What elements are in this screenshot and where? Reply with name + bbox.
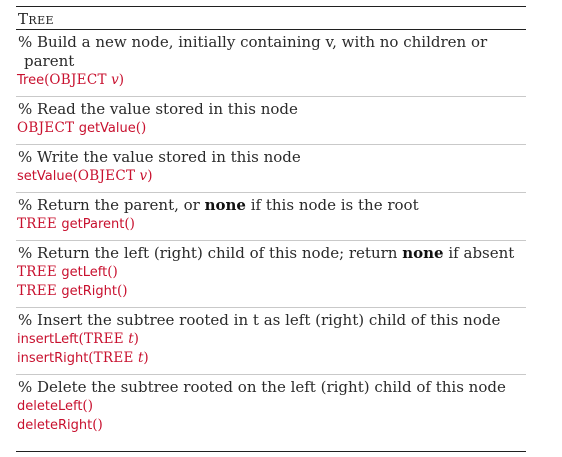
separator xyxy=(16,307,526,308)
bottom-rule xyxy=(16,451,526,452)
param-type: TREE xyxy=(93,350,134,366)
comment-constructor-line2: parent xyxy=(24,52,75,70)
group-getparent: % Return the parent, or none if this nod… xyxy=(16,193,526,240)
comment-insert: % Insert the subtree rooted in t as left… xyxy=(18,311,501,329)
comment-keyword: none xyxy=(204,196,246,214)
fn-name: getRight xyxy=(61,284,117,299)
separator xyxy=(16,192,526,193)
top-rule xyxy=(16,6,526,7)
comment-setvalue: % Write the value stored in this node xyxy=(18,148,301,166)
table-header: Tree xyxy=(18,10,54,28)
comment-delete: % Delete the subtree rooted on the left … xyxy=(18,378,506,396)
signature-deleteright: deleteRight() xyxy=(16,416,526,435)
fn-name: getLeft xyxy=(61,265,108,280)
paren-open: ( xyxy=(72,168,78,184)
group-constructor: % Build a new node, initially containing… xyxy=(16,30,526,96)
signature-deleteleft: deleteLeft() xyxy=(16,397,526,416)
paren-close: ) xyxy=(133,331,139,347)
group-insert: % Insert the subtree rooted in t as left… xyxy=(16,308,526,374)
paren-close: ) xyxy=(118,72,124,88)
paren-open: ( xyxy=(78,331,84,347)
parens: () xyxy=(82,398,93,414)
comment-text: % Return the left (right) child of this … xyxy=(18,244,403,262)
fn-name: deleteLeft xyxy=(17,399,83,414)
group-getchildren: % Return the left (right) child of this … xyxy=(16,241,526,307)
return-type: TREE xyxy=(17,264,58,280)
signature-getvalue: OBJECT getValue() xyxy=(16,119,526,138)
fn-name: getValue xyxy=(78,121,136,136)
fn-name: insertLeft xyxy=(17,332,79,347)
comment-getchildren: % Return the left (right) child of this … xyxy=(16,244,526,263)
signature-tree: Tree(OBJECT v) xyxy=(16,71,526,90)
param-name: t xyxy=(137,350,144,366)
comment-constructor: % Build a new node, initially containing… xyxy=(16,33,526,71)
return-type: OBJECT xyxy=(17,120,75,136)
param-type: OBJECT xyxy=(77,168,136,184)
param-name: v xyxy=(139,168,148,184)
comment-getvalue: % Read the value stored in this node xyxy=(18,100,298,118)
param-type: TREE xyxy=(83,331,124,347)
separator xyxy=(16,240,526,241)
comment-text: % Return the parent, or xyxy=(18,196,205,214)
group-getvalue: % Read the value stored in this node OBJ… xyxy=(16,97,526,144)
group-setvalue: % Write the value stored in this node se… xyxy=(16,145,526,192)
comment-keyword: none xyxy=(402,244,444,262)
paren-close: ) xyxy=(147,168,153,184)
signature-getright: TREE getRight() xyxy=(16,282,526,301)
fn-name: insertRight xyxy=(17,351,89,366)
comment-text: if this node is the root xyxy=(245,196,419,214)
signature-insertleft: insertLeft(TREE t) xyxy=(16,330,526,349)
fn-name: setValue xyxy=(17,169,73,184)
param-type: OBJECT xyxy=(49,72,107,88)
comment-getparent: % Return the parent, or none if this nod… xyxy=(16,196,526,215)
comment-text: if absent xyxy=(443,244,515,262)
parens: () xyxy=(124,216,135,232)
separator xyxy=(16,144,526,145)
param-name: t xyxy=(128,331,134,347)
return-type: TREE xyxy=(17,216,58,232)
fn-name: deleteRight xyxy=(17,418,93,433)
header-rule xyxy=(16,29,526,30)
paren-close: ) xyxy=(143,350,149,366)
fn-name: Tree xyxy=(17,73,45,88)
return-type: TREE xyxy=(17,283,58,299)
parens: () xyxy=(116,283,128,299)
paren-open: ( xyxy=(44,72,50,88)
parens: () xyxy=(107,264,118,280)
signature-setvalue: setValue(OBJECT v) xyxy=(16,167,526,186)
group-delete: % Delete the subtree rooted on the left … xyxy=(16,375,526,441)
fn-name: getParent xyxy=(61,217,125,232)
parens: () xyxy=(135,120,147,136)
tree-api-table: Tree % Build a new node, initially conta… xyxy=(16,6,526,452)
comment-constructor-line1: % Build a new node, initially containing… xyxy=(18,33,488,51)
paren-open: ( xyxy=(88,350,94,366)
parens: () xyxy=(92,417,103,433)
param-name: v xyxy=(111,72,119,88)
separator xyxy=(16,96,526,97)
signature-insertright: insertRight(TREE t) xyxy=(16,349,526,368)
separator xyxy=(16,374,526,375)
signature-getleft: TREE getLeft() xyxy=(16,263,526,282)
signature-getparent: TREE getParent() xyxy=(16,215,526,234)
